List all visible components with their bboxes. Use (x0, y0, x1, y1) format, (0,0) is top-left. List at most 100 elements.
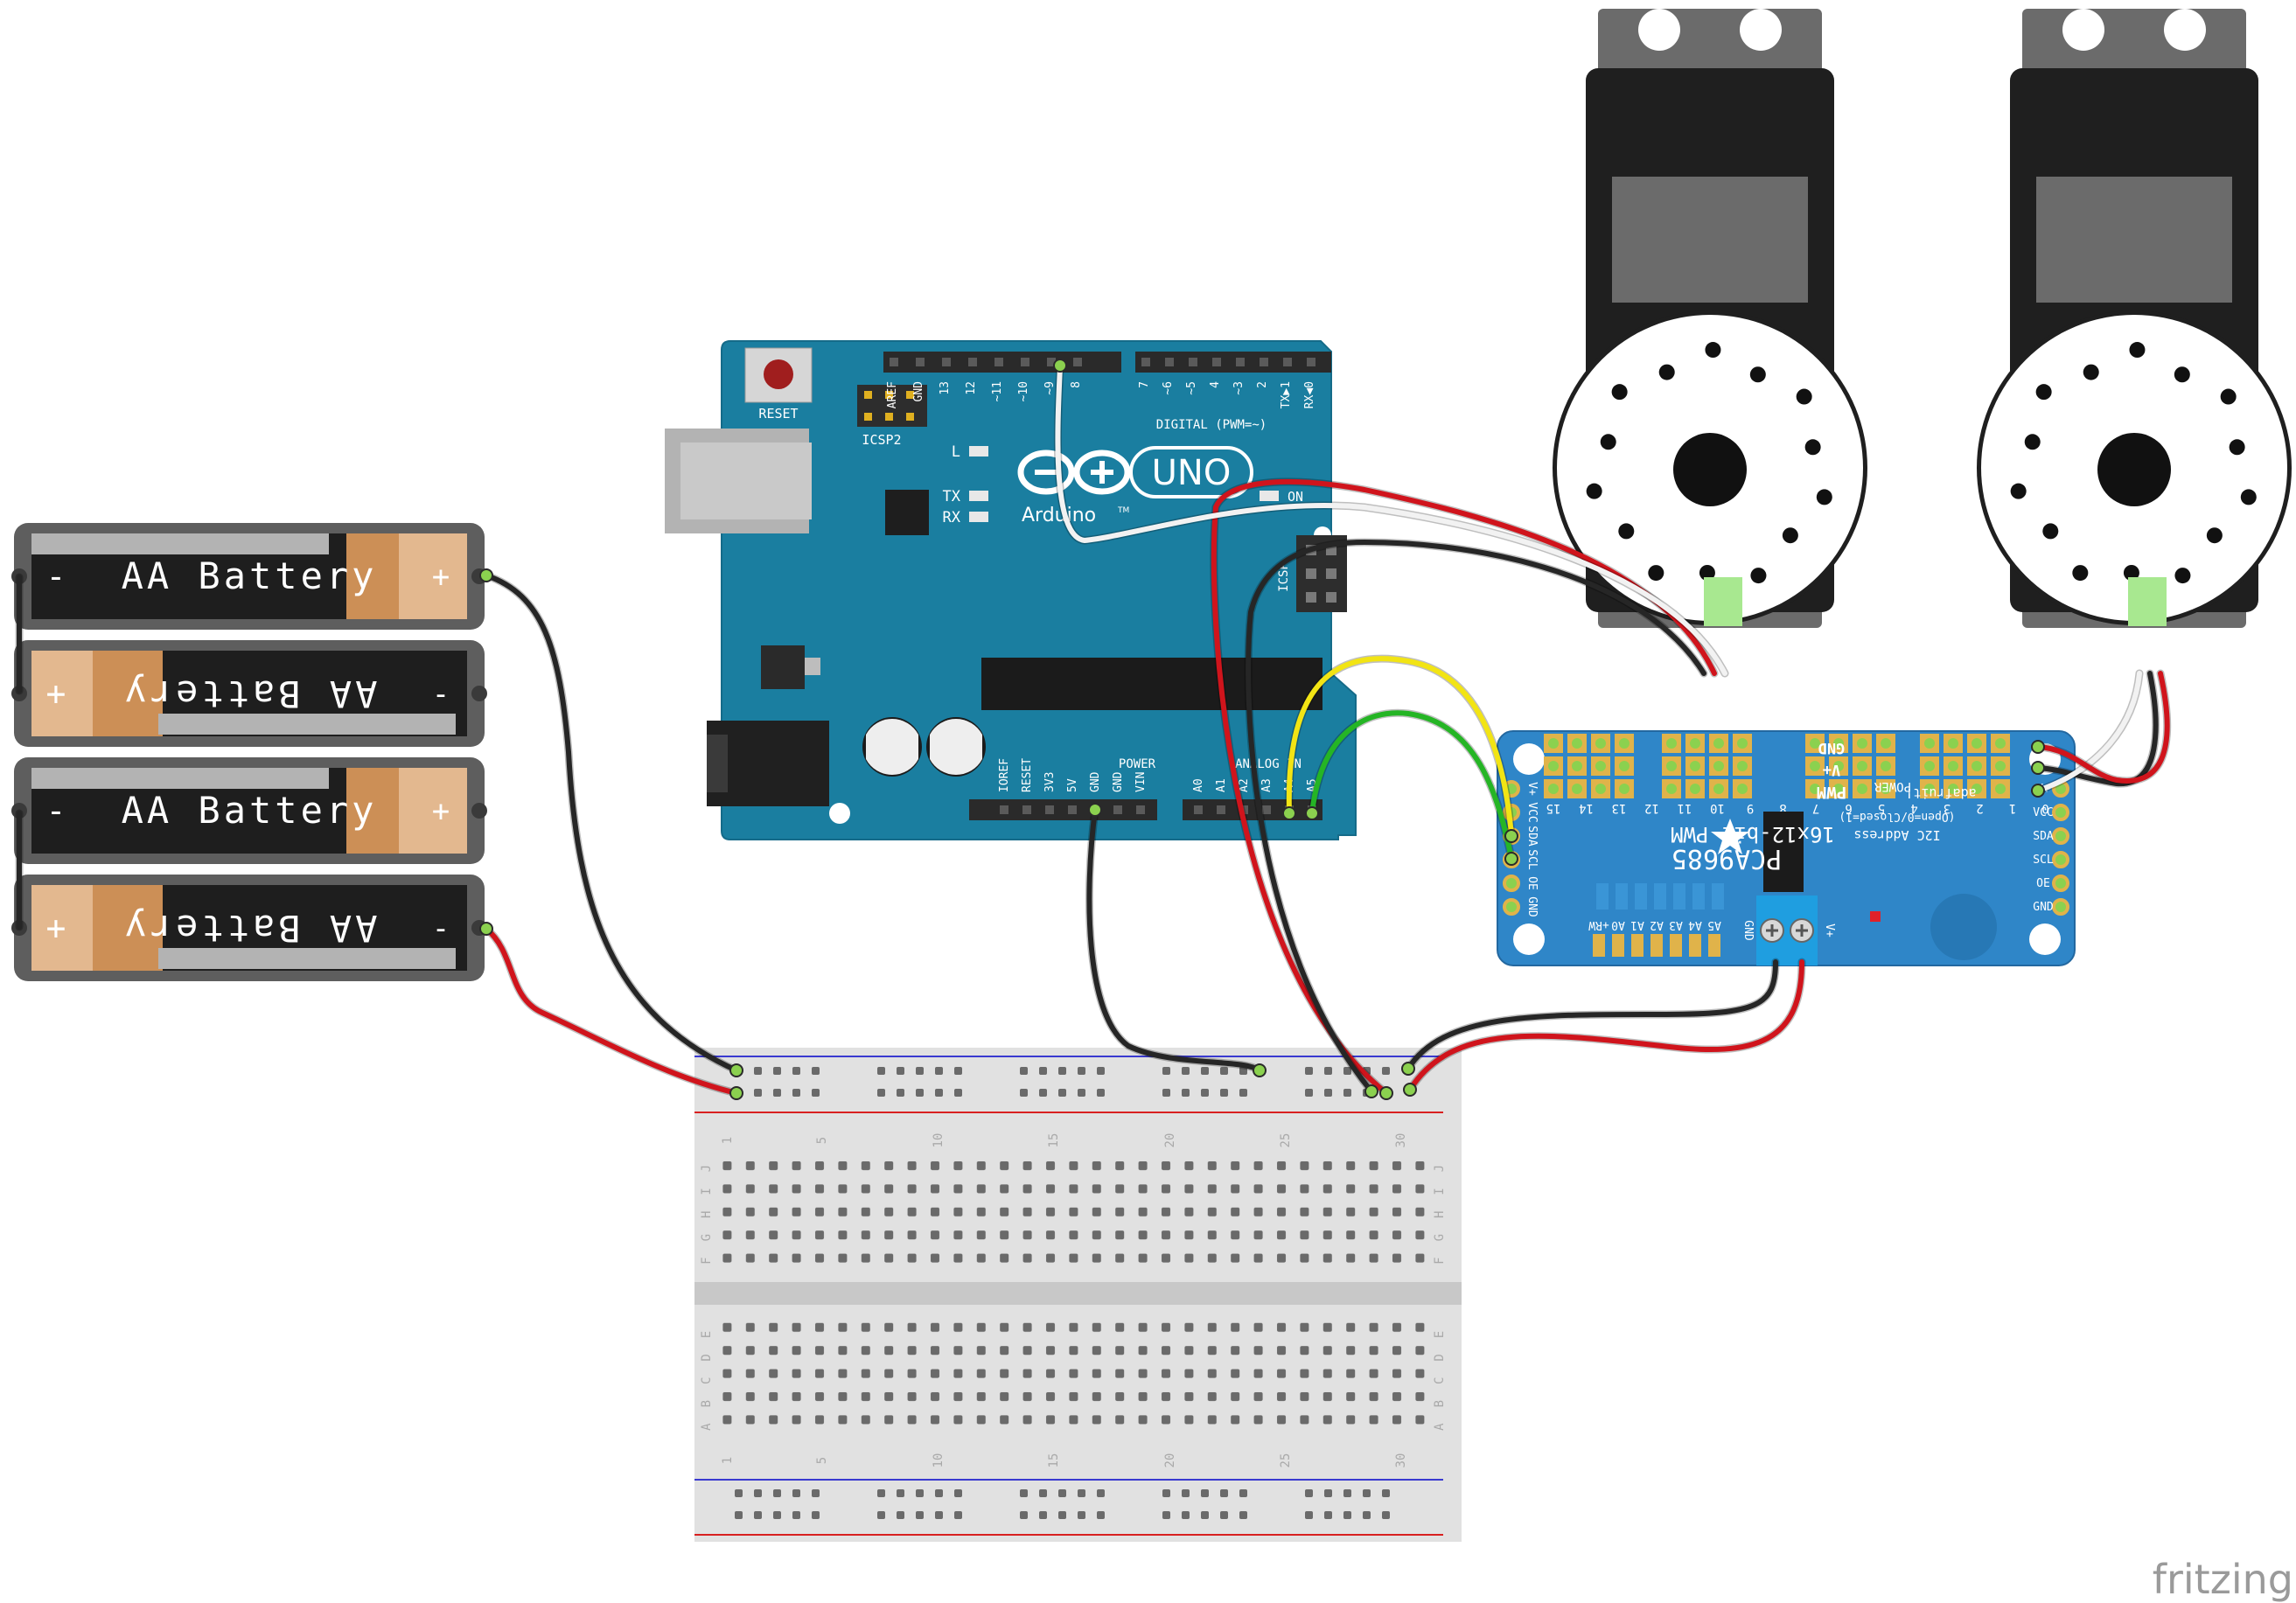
column-number: 30 (1394, 1133, 1408, 1148)
battery-highlight (158, 714, 456, 735)
power-pin-label: RESET (1021, 758, 1034, 792)
wire-end-pin (1401, 1062, 1415, 1076)
wire-black-battery (484, 573, 739, 1073)
wire-end-pin (1504, 829, 1518, 843)
rail-hole (897, 1067, 904, 1075)
analog-pin-label: A1 (1215, 778, 1228, 792)
digital-pin-label: ~10 (1017, 381, 1030, 401)
digital-pin-label: ~11 (991, 381, 1004, 401)
usb-chip (885, 490, 929, 535)
digital-label: DIGITAL (PWM=~) (1156, 418, 1267, 432)
address-pin-label: A3 (1669, 918, 1683, 931)
rail-hole (1058, 1489, 1066, 1497)
rail-hole (1078, 1089, 1085, 1097)
voltage-regulator (761, 645, 805, 689)
rail-hole (954, 1089, 962, 1097)
led-tx (969, 491, 988, 501)
rail-hole (1343, 1089, 1351, 1097)
power-pin-label: 3V3 (1043, 772, 1057, 792)
rail-hole (1182, 1067, 1190, 1075)
header-pin (1833, 784, 1844, 794)
side-pin-label: GND (1525, 896, 1539, 917)
pin-hole (890, 358, 898, 366)
wire-end-pin (1305, 806, 1319, 820)
pin-hole (1212, 358, 1221, 366)
led-l-label: L (952, 443, 960, 461)
analog-pin-label: A3 (1260, 778, 1274, 792)
channel-label: 15 (1546, 801, 1561, 815)
rail-hole (1239, 1089, 1247, 1097)
pin-hole (916, 358, 925, 366)
header-pin (1995, 761, 2006, 771)
aa-battery: +-AA Battery (11, 875, 487, 981)
row-letter: J (700, 1165, 714, 1172)
servo-horn-hole (2010, 483, 2027, 499)
header-pin (1595, 738, 1606, 749)
digital-pin-label: ~9 (1043, 381, 1057, 395)
column-number: 20 (1163, 1133, 1177, 1148)
pin-hole (994, 358, 1003, 366)
pin-hole (1141, 358, 1150, 366)
mount-hole (2029, 923, 2061, 955)
rail-hole (773, 1067, 781, 1075)
icsp-label: ICSP (1277, 562, 1291, 592)
servo-horn-hole (2206, 527, 2223, 544)
battery-terminal (471, 686, 487, 701)
side-pin-label: SDA (1525, 826, 1539, 847)
servo-horn-hole (2129, 342, 2146, 359)
row-letter: C (700, 1377, 714, 1384)
rail-hole (1020, 1489, 1028, 1497)
servo-horn-hole (2083, 364, 2099, 380)
power-header (969, 799, 1157, 820)
servo-horn-hole (1750, 568, 1767, 584)
pca-i2c-label: I2C Address (1853, 827, 1940, 843)
servo-horn-hole (1804, 439, 1821, 456)
wire-end-pin (479, 922, 493, 936)
rail-hole (1324, 1067, 1332, 1075)
address-jumper (1635, 883, 1647, 910)
rail-hole (754, 1489, 762, 1497)
battery-sign-right: + (432, 794, 450, 829)
rail-hole (877, 1089, 885, 1097)
column-number: 10 (932, 1453, 946, 1468)
channel-label: 2 (1976, 801, 1983, 815)
uno-logo-text: UNO (1152, 453, 1232, 493)
pin-hole (968, 358, 977, 366)
battery-highlight (31, 768, 329, 789)
rail-hole (897, 1089, 904, 1097)
servo-horn-hole (1611, 384, 1628, 401)
digital-pin-label: ~6 (1162, 381, 1175, 395)
header-pin (1619, 761, 1630, 771)
terminal-gnd-label: GND (1741, 920, 1755, 941)
servos (1553, 9, 2292, 628)
side-pin (2052, 827, 2069, 845)
header-pin (1619, 738, 1630, 749)
digital-pin-label: AREF (886, 381, 899, 408)
rail-hole (735, 1511, 743, 1519)
address-pin-label: A0 (1611, 918, 1625, 931)
address-pad (1612, 934, 1624, 957)
battery-label: AA Battery (122, 789, 378, 832)
rail-hole (773, 1489, 781, 1497)
servo-horn-hole (1600, 434, 1616, 450)
servo-horn-hole (2174, 366, 2190, 383)
terminal-v-label: V+ (1823, 923, 1836, 937)
pin-hole (1283, 358, 1292, 366)
rail-hole (877, 1511, 885, 1519)
header-pin (1690, 738, 1700, 749)
breadboard-holes-bottom (719, 1319, 1434, 1434)
reset-button-cap[interactable] (764, 359, 793, 389)
battery-label: AA Battery (122, 907, 378, 950)
battery-copper-shine (399, 533, 467, 619)
rail-hole (916, 1067, 924, 1075)
side-pin-label: VCC (2033, 806, 2053, 819)
pca9685-chip (1763, 812, 1804, 892)
icsp2-label: ICSP2 (862, 432, 901, 448)
rail-hole (1182, 1089, 1190, 1097)
pin-hole (1262, 805, 1271, 814)
rail-hole (954, 1489, 962, 1497)
